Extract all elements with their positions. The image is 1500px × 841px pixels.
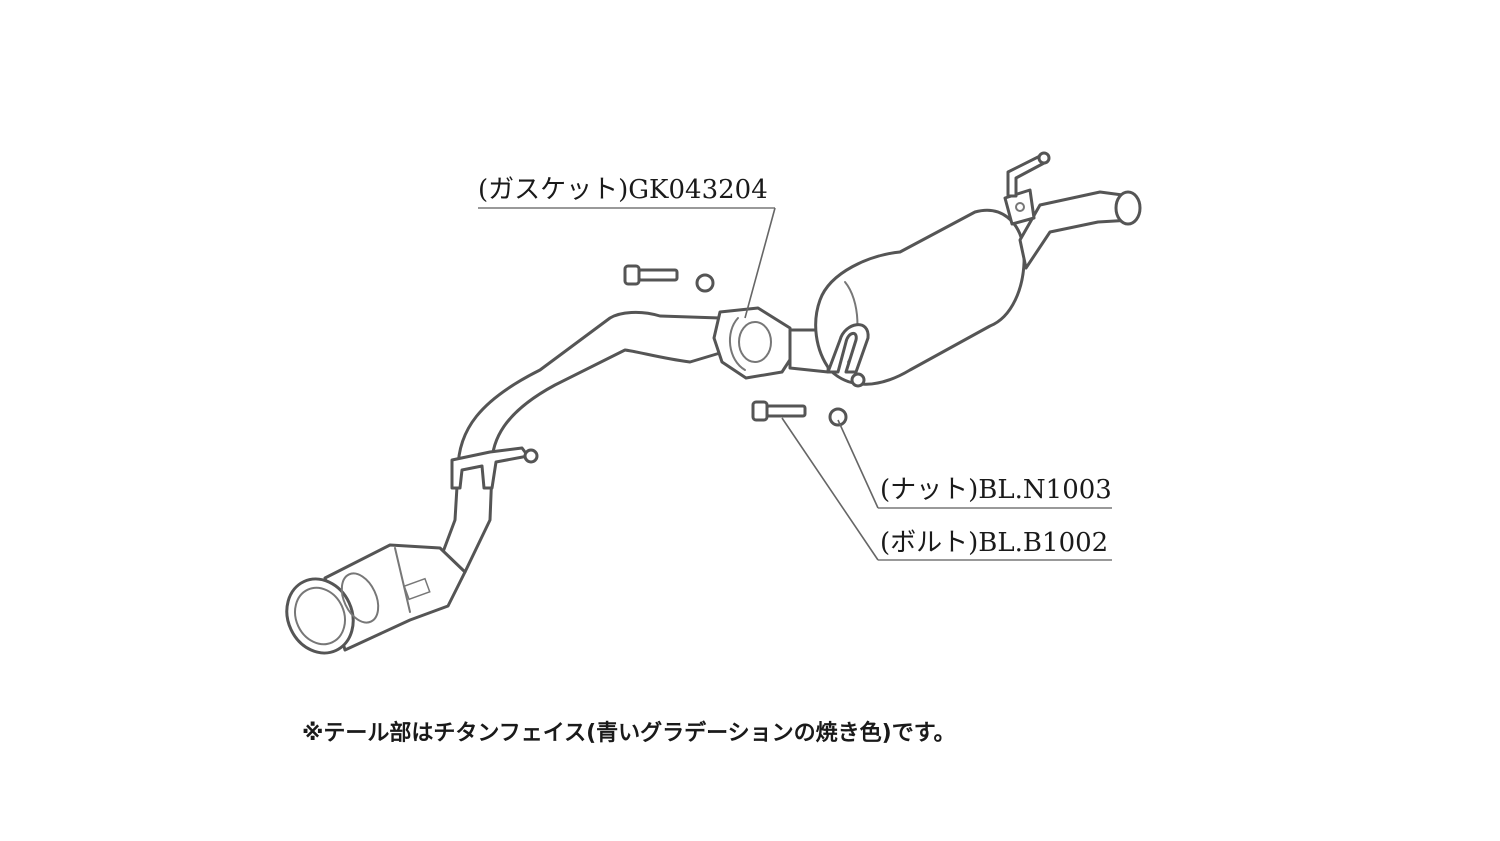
muffler-hanger-rod-end (850, 372, 866, 388)
outlet-hanger-rod-end (1037, 151, 1051, 165)
main-muffler (814, 208, 1026, 386)
front-hanger-bracket (450, 446, 530, 490)
tail-muffler-seam (394, 547, 411, 613)
front-hanger-rod-end (523, 448, 539, 464)
outlet-bracket (1003, 188, 1036, 226)
outlet-bracket-hole (1015, 202, 1025, 212)
gasket-label: (ガスケット)GK043204 (478, 175, 768, 205)
brand-badge (403, 577, 431, 601)
upper-nut (695, 273, 715, 293)
leader-lines (478, 207, 1112, 561)
gasket-leader (744, 207, 776, 319)
tail-muffler (323, 543, 467, 652)
bolt-leader (781, 417, 879, 561)
lower-bolt (751, 400, 807, 422)
tail-finish-note: ※テール部はチタンフェイス(青いグラデーションの焼き色)です。 (302, 720, 956, 746)
flange-hole (738, 321, 772, 363)
gasket-ring (728, 317, 746, 371)
lower-nut (828, 407, 848, 427)
nut-label: (ナット)BL.N1003 (880, 475, 1112, 505)
outlet-pipe-end (1114, 190, 1142, 226)
nut-leader (837, 419, 879, 509)
tail-tip-inner (294, 586, 346, 646)
flange-joint (712, 306, 797, 380)
front-pipe (438, 310, 732, 574)
bolt-label: (ボルト)BL.B1002 (880, 528, 1108, 558)
exhaust-system (285, 151, 1142, 655)
tail-tip-rim (340, 572, 380, 624)
upper-bolt (623, 264, 679, 286)
muffler-hanger-loop (826, 323, 870, 374)
